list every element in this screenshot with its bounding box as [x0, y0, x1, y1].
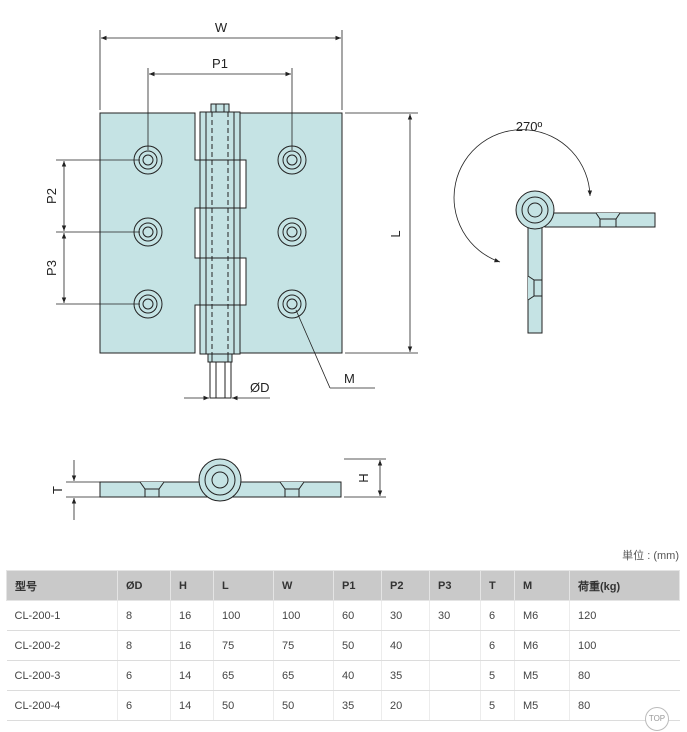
label-d: ØD	[250, 380, 270, 395]
cell-m: M5	[514, 690, 570, 721]
front-view-dimensions	[56, 30, 418, 401]
cell-t: 5	[480, 690, 515, 721]
unit-note: 単位 : (mm)	[622, 550, 679, 562]
cell-model: CL-200-4	[6, 690, 118, 721]
front-view-labels: W P1 P2 P3 L ØD M	[44, 20, 403, 395]
label-angle: 270º	[516, 119, 543, 134]
cell-h: 16	[170, 600, 214, 631]
cell-model: CL-200-3	[6, 660, 118, 691]
cell-load: 100	[569, 630, 680, 661]
cell-m: M5	[514, 660, 570, 691]
cell-t: 6	[480, 600, 515, 631]
cell-h: 16	[170, 630, 214, 661]
pin-head	[210, 103, 230, 113]
cell-model: CL-200-1	[6, 600, 118, 631]
cell-p2: 20	[381, 690, 430, 721]
cell-t: 6	[480, 630, 515, 661]
cell-m: M6	[514, 630, 570, 661]
cell-w: 75	[273, 630, 334, 661]
cell-load: 80	[569, 660, 680, 691]
cell-l: 100	[213, 600, 274, 631]
cell-d: 6	[117, 660, 171, 691]
cell-p1: 50	[333, 630, 382, 661]
right-leaf	[239, 112, 343, 354]
cell-d: 8	[117, 600, 171, 631]
hinge-technical-drawing: W P1 P2 P3 L ØD M 270º	[44, 20, 656, 520]
table-row: CL-200-4 6 14 50 50 35 20 5 M5 80	[6, 690, 680, 721]
header-model: 型号	[6, 570, 118, 601]
cell-p3: 30	[429, 600, 481, 631]
right-screw-holes	[277, 145, 307, 319]
header-load: 荷重(kg)	[569, 570, 680, 601]
header-h: H	[170, 570, 214, 601]
cell-d: 6	[117, 690, 171, 721]
header-p3: P3	[429, 570, 481, 601]
left-leaf	[99, 112, 201, 354]
header-w: W	[273, 570, 334, 601]
cell-l: 75	[213, 630, 274, 661]
label-m: M	[344, 371, 355, 386]
cell-w: 100	[273, 600, 334, 631]
cell-p3	[429, 690, 481, 721]
table-row: CL-200-2 8 16 75 75 50 40 6 M6 100	[6, 630, 680, 661]
front-view	[99, 103, 343, 399]
label-l: L	[388, 230, 403, 237]
cell-p2: 40	[381, 630, 430, 661]
header-d: ØD	[117, 570, 171, 601]
cell-l: 65	[213, 660, 274, 691]
spec-table: 型号 ØD H L W P1 P2 P3 T M 荷重(kg) CL-200-1…	[6, 570, 680, 721]
side-view	[99, 458, 342, 502]
table-header-row: 型号 ØD H L W P1 P2 P3 T M 荷重(kg)	[6, 570, 680, 601]
label-p1: P1	[212, 56, 228, 71]
rotation-arrow	[453, 129, 593, 263]
cell-w: 50	[273, 690, 334, 721]
cell-p1: 60	[333, 600, 382, 631]
header-l: L	[213, 570, 274, 601]
cell-h: 14	[170, 690, 214, 721]
label-h: H	[356, 473, 371, 482]
cell-p1: 40	[333, 660, 382, 691]
label-w: W	[215, 20, 228, 35]
cell-t: 5	[480, 660, 515, 691]
cell-p2: 30	[381, 600, 430, 631]
header-p1: P1	[333, 570, 382, 601]
pin-barrel	[199, 111, 241, 355]
table-row: CL-200-1 8 16 100 100 60 30 30 6 M6 120	[6, 600, 680, 631]
side-view-dimensions	[66, 458, 386, 520]
cell-h: 14	[170, 660, 214, 691]
cell-d: 8	[117, 630, 171, 661]
label-t: T	[50, 486, 65, 494]
cell-m: M6	[514, 600, 570, 631]
header-m: M	[514, 570, 570, 601]
scroll-top-button[interactable]: TOP	[645, 707, 669, 731]
cell-model: CL-200-2	[6, 630, 118, 661]
cell-load: 120	[569, 600, 680, 631]
header-p2: P2	[381, 570, 430, 601]
cell-p3	[429, 630, 481, 661]
cell-l: 50	[213, 690, 274, 721]
cell-p1: 35	[333, 690, 382, 721]
label-p3: P3	[44, 260, 59, 276]
header-t: T	[480, 570, 515, 601]
shaft-extension	[209, 361, 232, 399]
cell-p3	[429, 660, 481, 691]
rotation-view	[515, 190, 656, 334]
label-p2: P2	[44, 188, 59, 204]
table-row: CL-200-3 6 14 65 65 40 35 5 M5 80	[6, 660, 680, 691]
cell-p2: 35	[381, 660, 430, 691]
cell-w: 65	[273, 660, 334, 691]
